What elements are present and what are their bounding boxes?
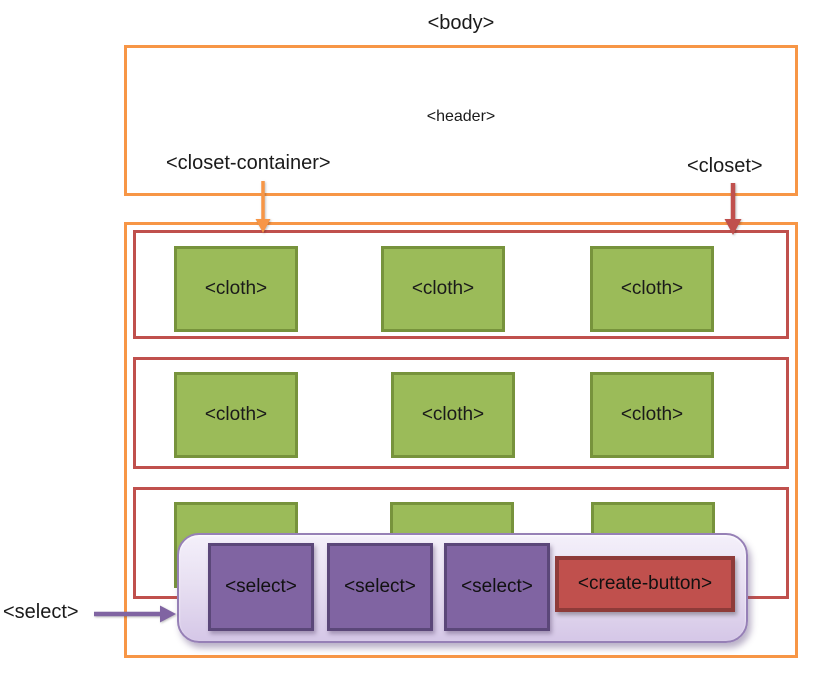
closet-row: <cloth> <cloth> <cloth> xyxy=(133,230,789,339)
cloth-box: <cloth> xyxy=(590,246,714,332)
closet-tag-label: <closet> xyxy=(687,155,763,177)
select-pointer-tag-label: <select> xyxy=(3,601,79,623)
cloth-box: <cloth> xyxy=(590,372,714,458)
closet-container-tag-label: <closet-container> xyxy=(166,152,331,174)
cloth-box: <cloth> xyxy=(174,372,298,458)
body-tag-label: <body> xyxy=(427,12,495,34)
cloth-box: <cloth> xyxy=(174,246,298,332)
cloth-box: <cloth> xyxy=(381,246,505,332)
select-box: <select> xyxy=(208,543,314,631)
create-button-box: <create-button> xyxy=(555,556,735,612)
select-box: <select> xyxy=(444,543,550,631)
header-box: <header> xyxy=(124,45,798,196)
closet-row: <cloth> <cloth> <cloth> xyxy=(133,357,789,469)
header-tag-label: <header> xyxy=(426,108,496,125)
cloth-box: <cloth> xyxy=(391,372,515,458)
select-panel: <select> <select> <select> <create-butto… xyxy=(177,533,748,643)
select-box: <select> xyxy=(327,543,433,631)
